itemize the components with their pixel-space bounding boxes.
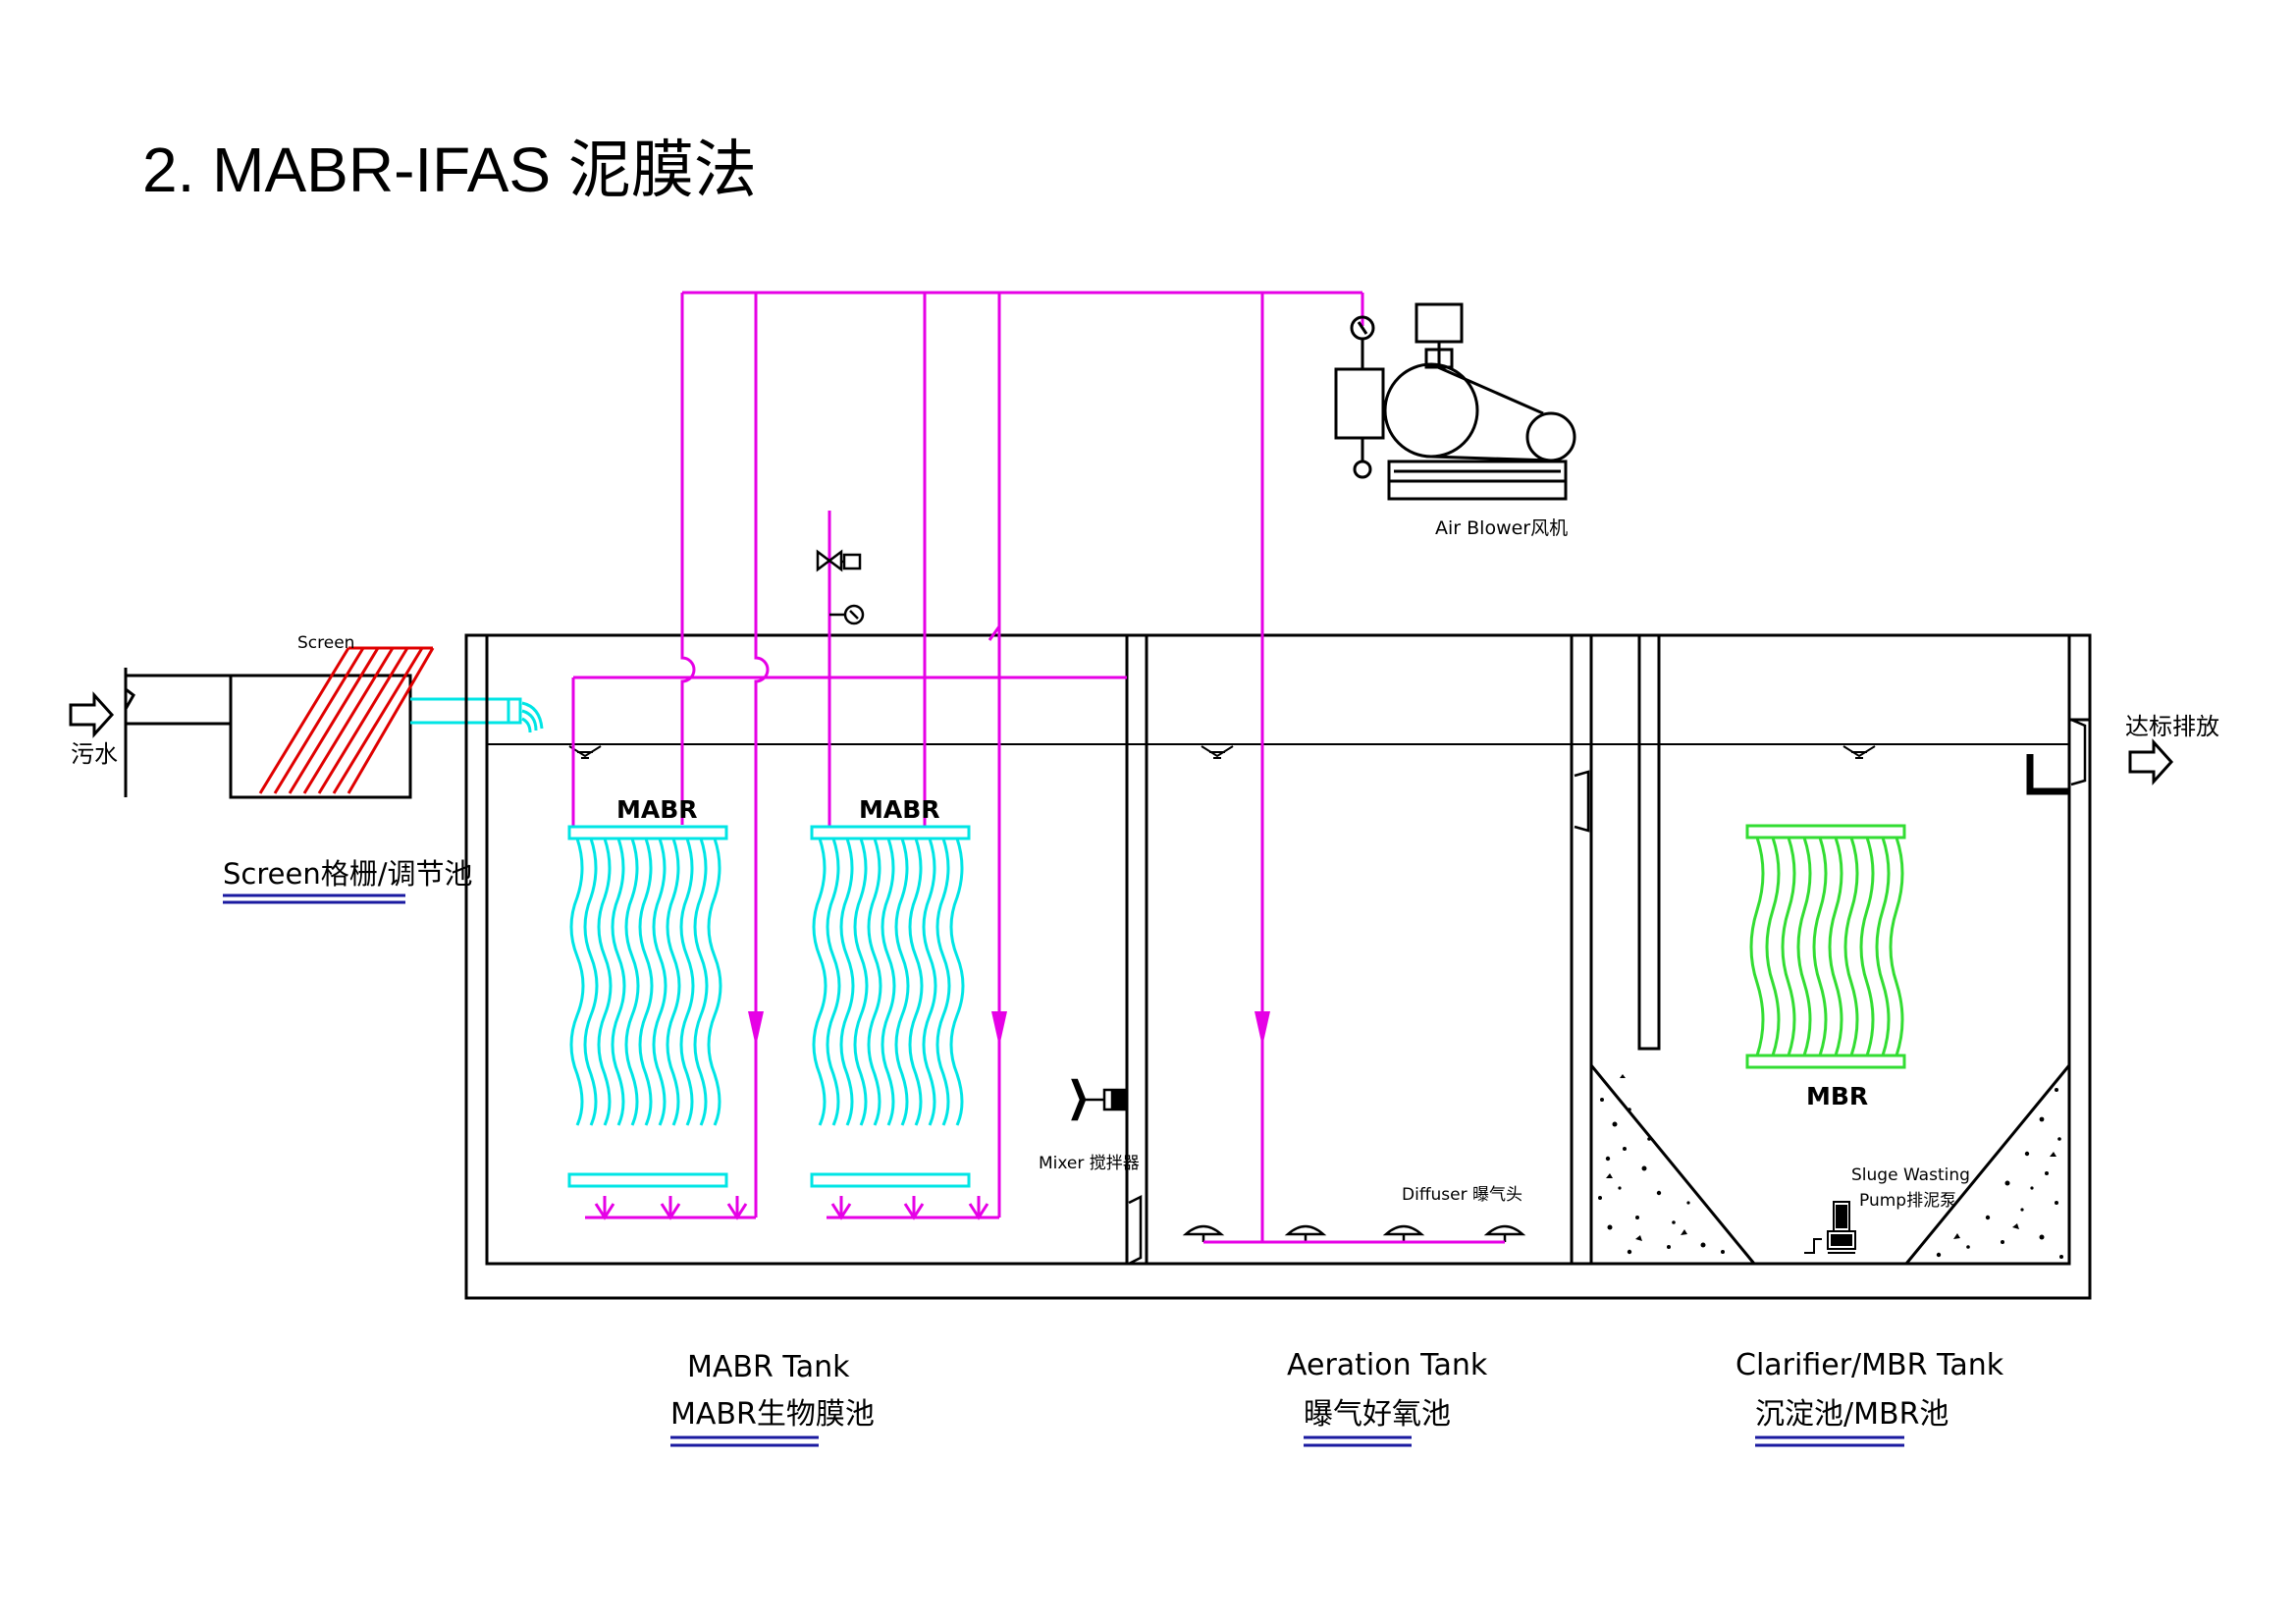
mabr-release-arrows — [594, 1196, 989, 1220]
outlet-weir — [2026, 754, 2069, 795]
diffuser-label: Diffuser 曝气头 — [1402, 1185, 1522, 1205]
inlet-pipe — [124, 668, 231, 797]
water-level-markers — [568, 745, 1876, 759]
sludge-right — [1936, 1088, 2063, 1259]
mabr-tank-caption-en: MABR Tank — [687, 1350, 850, 1384]
outlet-arrow-icon — [2128, 738, 2174, 785]
clarifier-caption-cn: 沉淀池/MBR池 — [1755, 1397, 1949, 1432]
diffusers — [1182, 1224, 1526, 1244]
air-blower-icon — [1334, 302, 1576, 501]
clarifier-caption-en: Clarifier/MBR Tank — [1735, 1348, 2004, 1382]
sludge-left — [1598, 1074, 1725, 1255]
aeration-tank-caption-en: Aeration Tank — [1287, 1348, 1488, 1382]
mabr-module-1 — [567, 825, 728, 1188]
valve-icon — [816, 549, 862, 572]
mixer-icon — [1071, 1078, 1128, 1121]
aeration-caption-underline — [1304, 1435, 1412, 1447]
screen-bars — [258, 646, 435, 794]
mabr-module-2 — [810, 825, 971, 1188]
feed-pipe — [410, 697, 544, 733]
mabr-module-1-label: MABR — [616, 795, 698, 824]
air-blower-label: Air Blower风机 — [1435, 517, 1568, 539]
air-header-pipe — [571, 291, 1433, 1244]
sludge-pump-icon — [1804, 1201, 1856, 1254]
inlet-label: 污水 — [71, 740, 118, 768]
mbr-module — [1745, 824, 1906, 1069]
baffle-openings — [1128, 718, 2087, 1266]
pump-label-line1: Sluge Wasting — [1851, 1165, 1970, 1185]
aeration-tank-caption-cn: 曝气好氧池 — [1304, 1397, 1451, 1432]
page-title: 2. MABR-IFAS 泥膜法 — [142, 135, 757, 205]
screen-label: Screen — [297, 633, 354, 653]
mabr-caption-underline — [670, 1435, 819, 1447]
screen-caption: Screen格栅/调节池 — [223, 857, 472, 891]
mabr-tank-caption-cn: MABR生物膜池 — [670, 1397, 875, 1432]
clarifier-hoppers — [1589, 1064, 2071, 1265]
pump-label-line2: Pump排泥泵 — [1859, 1191, 1956, 1211]
air-flow-arrows — [748, 1011, 1270, 1047]
screen-caption-underline — [223, 893, 405, 904]
mbr-module-label: MBR — [1806, 1082, 1868, 1110]
mabr-module-2-label: MABR — [859, 795, 940, 824]
screen-tank — [229, 674, 412, 799]
outlet-label: 达标排放 — [2125, 713, 2219, 740]
pressure-gauge-icon — [829, 604, 865, 625]
inlet-arrow-icon — [69, 691, 115, 738]
mixer-label: Mixer 搅拌器 — [1039, 1154, 1140, 1173]
clarifier-caption-underline — [1755, 1435, 1904, 1447]
